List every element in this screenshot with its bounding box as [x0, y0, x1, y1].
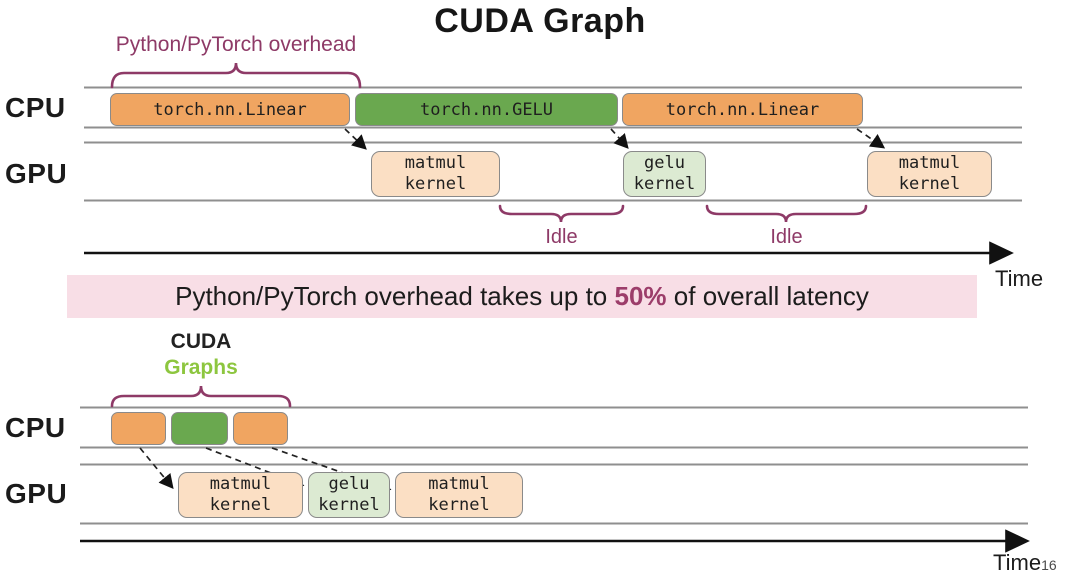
- page-number: 16: [1041, 557, 1057, 573]
- banner-text-after: of overall latency: [673, 281, 869, 311]
- eager-gpu-kernel-matmul-1: matmul kernel: [371, 151, 500, 197]
- cuda-graphs-annotation-line1: CUDA: [170, 330, 232, 353]
- eager-time-label: Time: [995, 266, 1044, 291]
- idle-label-2: Idle: [770, 226, 803, 248]
- latency-banner: Python/PyTorch overhead takes up to 50% …: [67, 275, 977, 318]
- cuda-graphs-annotation-line2: Graphs: [164, 356, 238, 379]
- eager-cpu-op-linear-1: torch.nn.Linear: [110, 93, 350, 126]
- graph-gpu-kernel-matmul-1: matmul kernel: [178, 472, 303, 518]
- overhead-brace: [110, 62, 362, 89]
- graph-cpu-op-linear-1: [111, 412, 166, 445]
- eager-gpu-kernel-matmul-2: matmul kernel: [867, 151, 992, 197]
- graph-cpu-label: CPU: [5, 412, 66, 443]
- eager-launch-arrows: [344, 128, 886, 150]
- overhead-label: Python/PyTorch overhead: [115, 33, 357, 56]
- graph-gpu-kernel-matmul-2: matmul kernel: [395, 472, 523, 518]
- graph-time-label: Time: [993, 550, 1042, 575]
- eager-cpu-label: CPU: [5, 92, 66, 123]
- banner-text-before: Python/PyTorch overhead takes up to: [175, 281, 608, 311]
- graph-cpu-op-gelu: [171, 412, 228, 445]
- idle-brace-2: [705, 204, 868, 223]
- graph-cpu-op-linear-2: [233, 412, 288, 445]
- slide-title: CUDA Graph: [434, 2, 646, 40]
- graph-time-label-group: Time16: [993, 550, 1057, 576]
- banner-highlight: 50%: [614, 281, 667, 311]
- idle-brace-1: [498, 204, 625, 223]
- eager-gpu-label: GPU: [5, 158, 68, 189]
- graph-gpu-label: GPU: [5, 478, 68, 509]
- graph-gpu-kernel-gelu: gelu kernel: [308, 472, 390, 518]
- cuda-graphs-brace: [110, 385, 292, 408]
- eager-cpu-op-linear-2: torch.nn.Linear: [622, 93, 863, 126]
- eager-gpu-kernel-gelu: gelu kernel: [623, 151, 706, 197]
- idle-label-1: Idle: [545, 226, 578, 248]
- eager-cpu-op-gelu: torch.nn.GELU: [355, 93, 618, 126]
